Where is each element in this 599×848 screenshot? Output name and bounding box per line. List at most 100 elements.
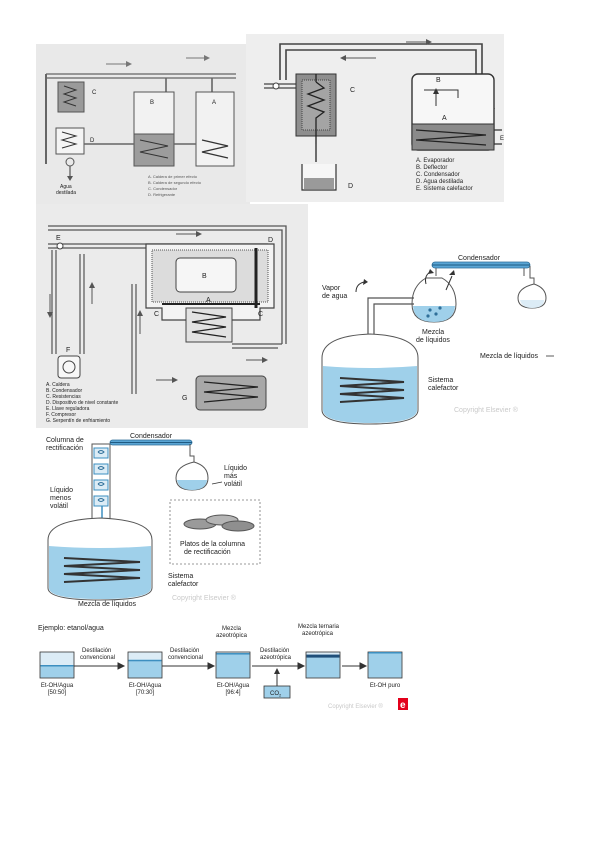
fig3-label-a: A	[206, 297, 211, 304]
fig6-step1-1: Destilación	[82, 648, 111, 654]
fig5-columna-1: Columna de	[46, 437, 84, 444]
fig6-box-1-label: Et-OH/Agua	[41, 683, 74, 689]
figure-5-diagram: Columna de rectificación Condensador Líq…	[46, 433, 261, 608]
fig6-box-5-surface	[368, 652, 402, 654]
fig6-box-1-liquid	[40, 665, 74, 678]
fig1-legend-b: B. Caldera de segundo efecto	[148, 180, 202, 185]
fig6-step2-1: Destilación	[170, 648, 199, 654]
fig5-columna-2: rectificación	[46, 445, 83, 452]
fig3-label-d: D	[268, 237, 273, 244]
fig4-copyright: Copyright Elsevier ®	[454, 406, 519, 414]
fig4-mezcla-liquidos-2: de líquidos	[416, 337, 450, 344]
fig6-box-2-surface	[128, 659, 162, 662]
fig5-sistema-2: calefactor	[168, 581, 199, 588]
figure-1-two-effect-still: C D Agua destilada B A A. Caldera de pri…	[36, 44, 250, 206]
fig3-legend-c: C. Resistencias	[46, 394, 81, 400]
fig4-mezcla-label: Mezcla de líquidos	[480, 353, 538, 360]
elsevier-logo-letter: e	[400, 700, 406, 711]
fig5-platos-2: de rectificación	[184, 549, 231, 556]
fig4-vapor-2: de agua	[322, 293, 347, 300]
fig6-boxes: Et-OH/Agua[50:50]Et-OH/Agua[70:30]Et-OH/…	[39, 651, 403, 696]
fig6-azeo-2: azeotrópica	[216, 633, 248, 639]
fig6-step3-1: Destilación	[260, 648, 289, 654]
fig3-legend-a: A. Caldera	[46, 382, 70, 388]
fig6-ternaria-2: azeotrópica	[302, 631, 334, 637]
fig5-platos-1: Platos de la columna	[180, 541, 245, 548]
fig6-step3-2: azeotrópica	[260, 655, 292, 661]
fig1-legend-c: C. Condensador	[148, 186, 178, 191]
fig4-sistema-1: Sistema	[428, 377, 453, 384]
fig3-label-e: E	[56, 235, 61, 242]
fig6-title: Ejemplo: etanol/agua	[38, 625, 104, 632]
fig5-liquido-menos-2: menos	[50, 495, 72, 502]
fig1-label-d: D	[90, 138, 95, 144]
fig6-copyright: Copyright Elsevier ®	[328, 703, 383, 710]
fig6-box-4-surface	[306, 654, 340, 658]
fig6-box-5-label: Et-OH puro	[370, 683, 401, 689]
fig6-box-3-surface	[216, 653, 250, 655]
figure-2-still-with-deflector: C D B A E A. Evaporador B. Deflector C. …	[246, 34, 504, 202]
fig5-liquido-mas-2: más	[224, 473, 238, 480]
fig2-label-b: B	[436, 77, 441, 84]
figure-3-compression-still: E B D A C C F G A. Cald	[36, 204, 308, 428]
fig1-label-a: A	[212, 100, 216, 106]
fig1-label-c: C	[92, 90, 97, 96]
fig2-label-a: A	[442, 115, 447, 122]
fig6-co2-subscript: 2	[279, 693, 282, 698]
figure-2-diagram: C D B A E A. Evaporador B. Deflector C. …	[246, 34, 504, 202]
fig6-box-3-liquid	[216, 653, 250, 678]
figure-3-diagram: E B D A C C F G A. Cald	[36, 204, 308, 428]
fig5-liquido-mas-3: volátil	[224, 481, 242, 488]
fig5-liquido-menos-3: volátil	[50, 503, 68, 510]
fig2-label-c: C	[350, 87, 355, 94]
elsevier-logo	[398, 698, 408, 710]
fig1-bottom-label-2: destilada	[56, 190, 76, 196]
fig4-vapor-1: Vapor	[322, 285, 341, 292]
fig4-sistema-2: calefactor	[428, 385, 459, 392]
fig6-box-4-liquid	[306, 654, 340, 678]
fig6-co2-text: CO	[270, 691, 279, 697]
fig3-legend-d: D. Dispositivo de nivel constante	[46, 400, 118, 406]
fig5-liquido-mas-1: Líquido	[224, 465, 247, 472]
fig2-legend-c: C. Condensador	[416, 172, 460, 178]
fig3-label-b: B	[202, 273, 207, 280]
fig5-condensador: Condensador	[130, 433, 173, 440]
fig4-condensador: Condensador	[458, 255, 501, 262]
fig2-legend-b: B. Deflector	[416, 165, 447, 171]
fig5-sistema-1: Sistema	[168, 573, 193, 580]
figure-6-ethanol-water-sequence: Ejemplo: etanol/agua Et-OH/Agua[50:50]Et…	[36, 622, 412, 714]
fig6-box-2-ratio: [70:30]	[136, 690, 155, 696]
fig6-box-1-surface	[40, 665, 74, 667]
figure-5-fractional-distillation: Columna de rectificación Condensador Líq…	[40, 428, 270, 608]
fig6-box-3-ratio: [96:4]	[225, 690, 240, 696]
fig1-legend-a: A. Caldera de primer efecto	[148, 174, 198, 179]
fig6-box-5-liquid	[368, 652, 402, 678]
figure-6-diagram: Ejemplo: etanol/agua Et-OH/Agua[50:50]Et…	[38, 624, 408, 711]
fig3-legend-f: F. Compresor	[46, 412, 76, 418]
fig6-azeo-1: Mezcla	[222, 626, 242, 632]
fig1-legend-d: D. Refrigerante	[148, 192, 176, 197]
fig2-label-e: E	[500, 136, 504, 142]
fig6-box-2-label: Et-OH/Agua	[129, 683, 162, 689]
fig3-label-g: G	[182, 395, 187, 402]
fig3-legend-e: E. Llave reguladora	[46, 406, 90, 412]
figure-4-diagram: Condensador Mezcla de líquidos Vapor de …	[321, 255, 554, 425]
figure-4-simple-distillation: Condensador Mezcla de líquidos Vapor de …	[312, 254, 558, 426]
fig6-step1-2: convencional	[80, 655, 115, 661]
fig6-box-2-liquid	[128, 659, 162, 678]
fig1-label-b: B	[150, 100, 154, 106]
fig2-legend-e: E. Sistema calefactor	[416, 186, 473, 192]
fig6-ternaria-1: Mezcla ternaria	[298, 624, 340, 630]
fig2-legend-a: A. Evaporador	[416, 158, 454, 164]
fig5-copyright: Copyright Elsevier ®	[172, 594, 237, 602]
fig6-co2: CO2	[270, 691, 282, 698]
fig6-step2-2: convencional	[168, 655, 203, 661]
fig3-legend-g: G. Serpentín de enfriamiento	[46, 418, 110, 424]
fig5-liquido-menos-1: Líquido	[50, 487, 73, 494]
fig3-label-f: F	[66, 347, 70, 354]
fig1-bottom-label-1: Agua	[60, 184, 72, 190]
fig3-label-c2: C	[258, 311, 263, 318]
figure-1-diagram: C D Agua destilada B A A. Caldera de pri…	[36, 44, 250, 206]
fig5-mezcla: Mezcla de líquidos	[78, 601, 136, 608]
fig4-mezcla-liquidos-1: Mezcla	[422, 329, 444, 336]
